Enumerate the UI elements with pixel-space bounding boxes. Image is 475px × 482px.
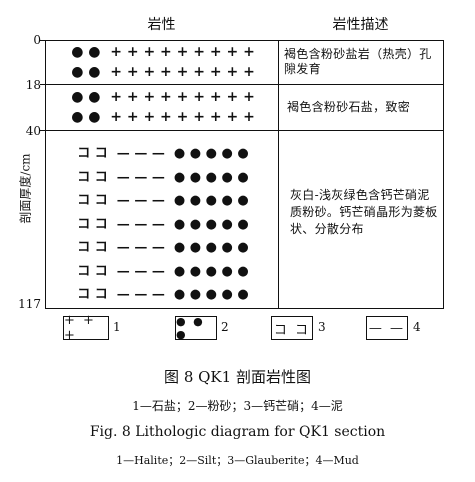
- description-header: 岩性描述: [332, 17, 389, 33]
- tick-40: 40: [25, 124, 41, 138]
- caption-cn-title: 图 8 QK1 剖面岩性图: [164, 368, 311, 386]
- pattern-row: コ コ — — — ● ● ● ● ●: [77, 287, 249, 302]
- legend-silt-number: 2: [221, 320, 229, 334]
- pattern-row: コ コ — — — ● ● ● ● ●: [77, 193, 249, 208]
- pattern-row: コ コ — — — ● ● ● ● ●: [77, 216, 249, 232]
- layer-2-pattern: ● ● + + + + + + + + + ● ● + + + + + + + …: [50, 87, 276, 127]
- tick-18: 18: [25, 78, 41, 92]
- caption-en-legend: 1—Halite；2—Silt；3—Glauberite；4—Mud: [116, 454, 359, 467]
- pattern-row: コ コ — — — ● ● ● ● ●: [77, 169, 249, 185]
- legend-halite-box: + + +: [63, 313, 109, 343]
- layer-1-pattern: ● ● + + + + + + + + + ● ● + + + + + + + …: [50, 42, 276, 82]
- pattern-row: コ コ — — — ● ● ● ● ●: [77, 263, 249, 279]
- legend-mud-box: — —: [366, 316, 408, 340]
- pattern-row: ● ● + + + + + + + + +: [71, 64, 255, 80]
- legend-silt-box: ● ● ●: [175, 315, 217, 341]
- pattern-row: コ コ — — — ● ● ● ● ●: [77, 146, 249, 161]
- legend-halite-number: 1: [113, 320, 121, 334]
- pattern-row: ● ● + + + + + + + + +: [71, 109, 255, 125]
- lithology-header: 岩性: [147, 17, 176, 33]
- tick-117: 117: [18, 297, 41, 311]
- legend-glauberite-number: 3: [318, 320, 326, 334]
- caption-cn-legend: 1—石盐；2—粉砂；3—钙芒硝；4—泥: [132, 399, 343, 413]
- pattern-row: ● ● + + + + + + + + +: [71, 44, 255, 60]
- layer-3-pattern: コ コ — — — ● ● ● ● ● コ コ — — — ● ● ● ● ● …: [50, 142, 276, 307]
- pattern-row: コ コ — — — ● ● ● ● ●: [77, 240, 249, 255]
- caption-en-title: Fig. 8 Lithologic diagram for QK1 sectio…: [89, 424, 386, 440]
- legend-glauberite-box: コ コ: [271, 316, 313, 340]
- legend-mud-number: 4: [413, 320, 421, 334]
- pattern-row: ● ● + + + + + + + + +: [71, 89, 255, 105]
- layer-3-description: 灰白-浅灰绿色含钙芒硝泥质粉砂。钙芒硝晶形为菱板状、分散分布: [290, 188, 438, 236]
- layer-1-description: 褐色含粉砂盐岩（热壳）孔隙发育: [284, 47, 432, 76]
- tick-0: 0: [33, 33, 41, 47]
- layer-2-description: 褐色含粉砂石盐，致密: [287, 100, 411, 114]
